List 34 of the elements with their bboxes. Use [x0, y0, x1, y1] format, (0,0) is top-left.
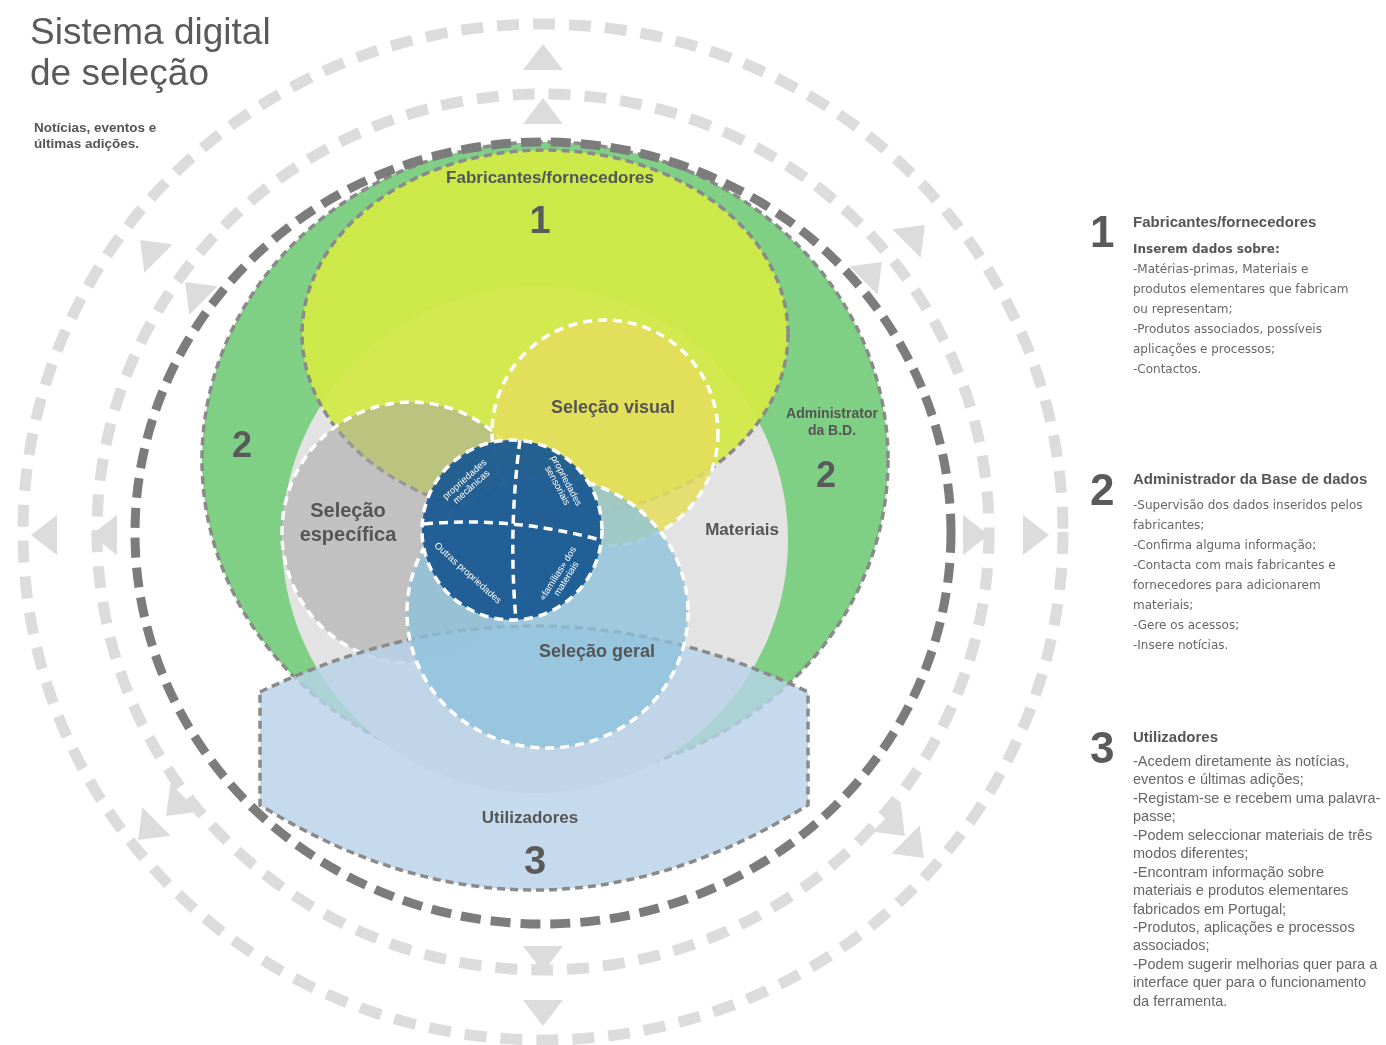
bullet-text: -Contactos.	[1133, 361, 1202, 378]
region-number: 1	[529, 198, 551, 242]
region-label: Administrator da B.D.	[785, 405, 879, 439]
section-heading: Utilizadores	[1133, 728, 1219, 746]
bullet-text: -Insere notícias.	[1133, 637, 1229, 654]
region-number: 3	[523, 837, 547, 883]
section-subheading: Inserem dados sobre:	[1133, 241, 1280, 258]
bullet-text: -Registam-se e recebem uma palavra-passe;	[1133, 789, 1382, 826]
bullet-text: -Gere os acessos;	[1133, 617, 1240, 634]
section-number: 3	[1090, 726, 1115, 770]
bullet-text: -Matérias-primas, Materiais e produtos elementares que fabricam ou representam;	[1133, 261, 1350, 318]
section-heading: Fabricantes/fornecedores	[1133, 213, 1317, 231]
title: Sistema digital de seleção	[30, 12, 272, 94]
note-text: Notícias, eventos e últimas adições.	[34, 120, 158, 153]
bullet-text: -Podem seleccionar materiais de três modos diferentes;	[1133, 826, 1374, 863]
bullet-text: -Supervisão dos dados inseridos pelos fabricantes;	[1133, 497, 1363, 534]
bullet-text: -Encontram informação sobre materiais e produtos elementares fabricados em Portugal;	[1133, 863, 1350, 919]
section-number: 2	[1090, 468, 1115, 512]
bullet-text: -Produtos associados, possíveis aplicações e processos;	[1133, 321, 1323, 358]
region-label: Seleção visual	[550, 396, 676, 418]
bullet-text: -Produtos, aplicações e processos associados;	[1133, 918, 1356, 955]
region-label: Utilizadores	[481, 808, 579, 828]
bullet-text: -Confirma alguma informação;	[1133, 537, 1317, 554]
bullet-text: -Contacta com mais fabricantes e fornecedores para adicionarem materiais;	[1133, 557, 1337, 614]
region-number: 2	[232, 424, 252, 466]
section-heading: Administrador da Base de dados	[1133, 470, 1368, 488]
region-label: Seleção geral	[538, 640, 656, 662]
region-label: Materiais	[705, 520, 779, 540]
section-number: 1	[1090, 210, 1115, 254]
region-label: Fabricantes/fornecedores	[446, 168, 654, 188]
region-label: Seleção específica	[298, 498, 398, 546]
region-number: 2	[816, 454, 836, 496]
bullet-text: -Acedem diretamente às notícias, eventos e últimas adições;	[1133, 752, 1350, 789]
bullet-text: -Podem sugerir melhorias quer para a interface quer para o funcionamento da ferramenta.	[1133, 955, 1379, 1011]
